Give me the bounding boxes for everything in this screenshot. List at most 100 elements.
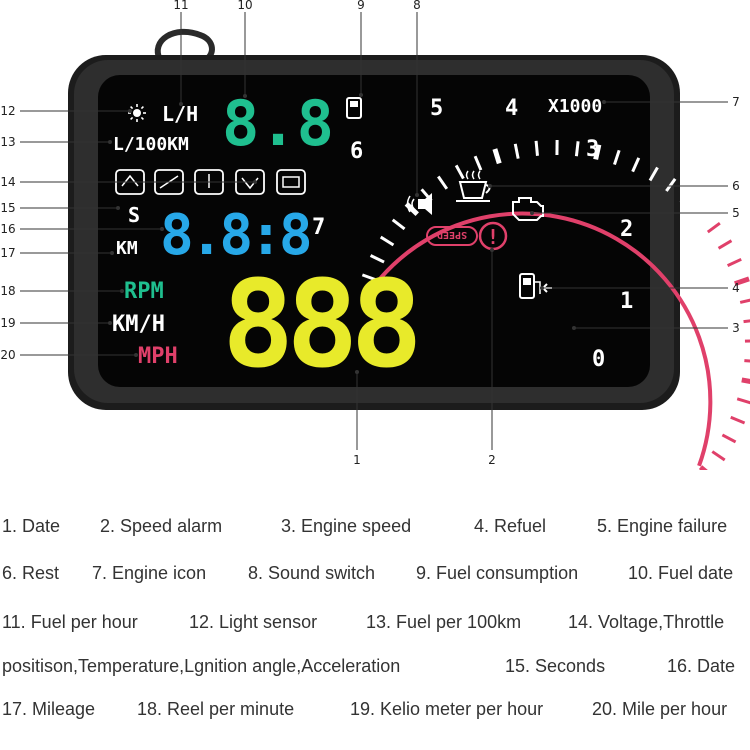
legend-item-10: 10. Fuel date	[628, 563, 734, 583]
callout-4: 4	[732, 281, 740, 295]
speed-digits: 888	[222, 256, 415, 395]
legend-item-16: 16. Date	[667, 656, 736, 676]
callout-14: 14	[0, 175, 15, 189]
legend-item-17: 17. Mileage	[2, 699, 96, 719]
callout-16: 16	[0, 222, 15, 236]
legend-item-13: 13. Fuel per 100km	[366, 612, 522, 632]
speed-alarm-badge: SPEED !	[426, 221, 508, 251]
gauge-tick	[593, 144, 602, 160]
gauge-tick	[473, 155, 483, 171]
callout-1: 1	[353, 453, 361, 467]
legend-item-18: 18. Reel per minute	[137, 699, 295, 719]
fuel-consumption-digits: 8.8	[222, 87, 334, 160]
seconds-label: S	[128, 203, 140, 227]
svg-text:!: !	[487, 225, 499, 249]
date-digits: 8.8:8	[160, 203, 310, 268]
gauge-tick	[665, 178, 677, 192]
gauge-tick	[743, 319, 750, 324]
engine-failure-icon	[512, 197, 544, 221]
gauge-tick	[631, 157, 641, 173]
gauge-tick	[694, 205, 708, 219]
gauge-tick	[648, 166, 659, 182]
acceleration-icon	[276, 169, 306, 195]
gauge-tick	[744, 359, 750, 363]
callout-8: 8	[413, 0, 421, 12]
legend-item-15: 15. Seconds	[505, 656, 606, 676]
hud-screen	[98, 75, 650, 387]
legend: 1. Date 2. Speed alarm 3. Engine speed 4…	[0, 500, 750, 750]
gauge-tick	[739, 298, 750, 304]
gauge-tick	[361, 273, 377, 282]
gauge-tick	[437, 175, 449, 190]
sound-switch-icon	[406, 193, 432, 215]
callout-15: 15	[0, 201, 15, 215]
gauge-tick	[534, 140, 539, 156]
gauge-tick	[706, 221, 721, 234]
rpm-gauge	[361, 139, 750, 470]
gauge-tick	[741, 377, 750, 384]
lh-unit-label: L/H	[162, 102, 198, 126]
callout-10: 10	[237, 0, 252, 12]
gauge-tick	[513, 143, 520, 159]
gauge-tick	[679, 190, 694, 205]
fuel-consumption-icon	[346, 97, 362, 119]
callout-17: 17	[0, 246, 15, 260]
speed-badge-text: SPEED	[437, 229, 467, 240]
gauge-tick	[711, 450, 726, 462]
gauge-tick	[736, 397, 750, 405]
x1000-label: X1000	[548, 96, 602, 117]
hud-diagram: L/H L/100KM 8.8 5 4 X1000 6 3 2 1 0 7	[0, 0, 750, 470]
callout-lines	[20, 12, 728, 450]
callout-5: 5	[732, 206, 740, 220]
gauge-tick	[721, 433, 737, 444]
rest-icon	[456, 170, 491, 202]
mph-unit-label: MPH	[138, 344, 178, 369]
gauge-tick	[391, 218, 406, 231]
gauge-tick	[379, 235, 395, 247]
l100km-unit-label: L/100KM	[113, 134, 189, 155]
gauge-tick	[369, 254, 385, 264]
callout-dots	[108, 93, 606, 374]
rpm-tick-6: 6	[350, 139, 363, 164]
callout-20: 20	[0, 348, 15, 362]
legend-item-2: 2. Speed alarm	[100, 516, 223, 536]
callout-7: 7	[732, 95, 740, 109]
gauge-tick	[730, 415, 746, 425]
legend-item-11: 11. Fuel per hour	[2, 612, 138, 632]
rpm-tick-5: 5	[430, 96, 443, 121]
callout-9: 9	[357, 0, 365, 12]
callout-2: 2	[488, 453, 496, 467]
rpm-tick-3: 3	[586, 137, 599, 162]
gauge-tick	[698, 465, 708, 470]
callout-18: 18	[0, 284, 15, 298]
gauge-tick	[613, 149, 621, 166]
rpm-tick-4: 4	[505, 96, 518, 121]
gauge-tick	[734, 276, 750, 287]
rpm-tick-0: 0	[592, 347, 605, 372]
legend-item-19: 19. Kelio meter per hour	[350, 699, 544, 719]
legend-item-14: 14. Voltage,Throttle	[568, 612, 725, 632]
legend-item-9: 9. Fuel consumption	[416, 563, 579, 583]
legend-item-5: 5. Engine failure	[597, 516, 728, 536]
kmh-unit-label: KM/H	[112, 312, 165, 337]
gauge-tick	[717, 239, 733, 250]
legend-item-3: 3. Engine speed	[281, 516, 412, 536]
gauge-tick	[574, 141, 580, 157]
rpm-tick-7: 7	[312, 215, 325, 240]
legend-item-7: 7. Engine icon	[92, 563, 207, 583]
power-cable	[154, 28, 215, 63]
rpm-unit-label: RPM	[124, 279, 164, 304]
legend-item-14-cont: positison,Temperature,Lgnition angle,Acc…	[2, 656, 401, 676]
legend-item-8: 8. Sound switch	[248, 563, 376, 583]
callout-13: 13	[0, 135, 15, 149]
gauge-tick	[492, 148, 502, 165]
legend-item-1: 1. Date	[2, 516, 61, 536]
light-sensor-icon	[128, 104, 146, 122]
callout-12: 12	[0, 104, 15, 118]
rpm-tick-1: 1	[620, 289, 633, 314]
callout-3: 3	[732, 321, 740, 335]
callout-19: 19	[0, 316, 15, 330]
legend-item-12: 12. Light sensor	[189, 612, 318, 632]
rpm-tick-2: 2	[620, 217, 633, 242]
legend-item-6: 6. Rest	[2, 563, 60, 583]
